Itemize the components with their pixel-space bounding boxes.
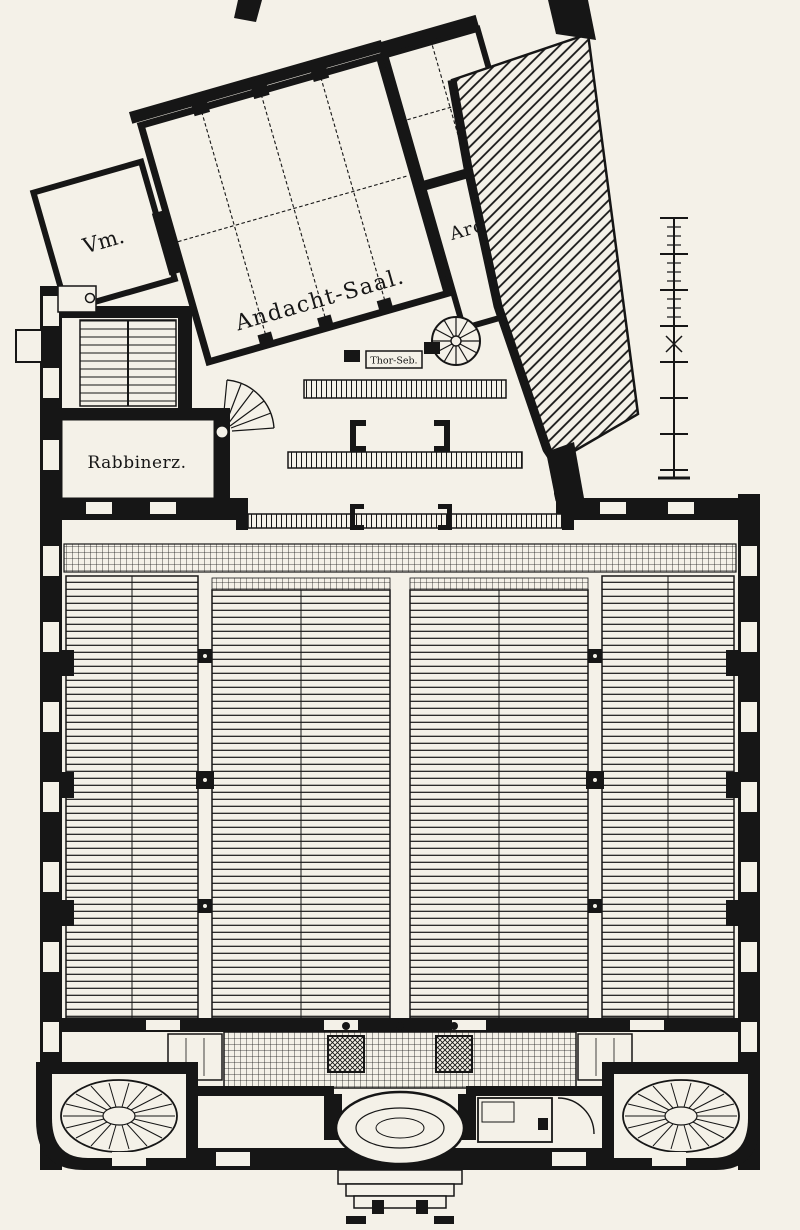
top-edge-fragment [548, 0, 596, 40]
vestibule [36, 1062, 760, 1224]
side-entrance [15, 285, 97, 363]
thor-label-box [365, 350, 423, 369]
wall-piers [128, 14, 479, 349]
bima-pier [435, 1035, 473, 1073]
side-rooms [477, 1097, 595, 1143]
top-edge-fragment [234, 0, 262, 22]
bima-platform [223, 1031, 577, 1089]
ark-steps [303, 379, 507, 399]
pew-grid-row [211, 577, 391, 591]
wall-pilasters [62, 650, 738, 926]
bima-pier [327, 1035, 365, 1073]
outer-walls [40, 286, 760, 1170]
pew-grid-row [409, 577, 589, 591]
stair-upper-left [62, 306, 192, 408]
main-hall [62, 543, 738, 1019]
columns [196, 649, 604, 913]
entrance-vestibule [324, 1090, 476, 1166]
fan-stair-icon [215, 379, 275, 439]
ark-area: Thor-Seb. [236, 342, 574, 530]
thor-label: Thor-Seb. [370, 356, 417, 367]
scale-bar [658, 217, 690, 480]
ark-brackets [350, 420, 450, 452]
bima-area [62, 1018, 738, 1089]
window-openings [43, 296, 757, 1052]
choir-brackets [236, 504, 574, 530]
choir-platform [247, 513, 563, 529]
porch-steps [337, 1169, 463, 1224]
ark-platform [287, 451, 523, 469]
door-swing [557, 1097, 595, 1135]
room-rabbinerz-label: Rabbinerz. [87, 453, 186, 473]
spiral-stair-icon [431, 316, 481, 366]
column-icon [84, 292, 96, 304]
scale-bar-star-icon [665, 335, 683, 353]
floor-grid-strip [63, 543, 737, 573]
